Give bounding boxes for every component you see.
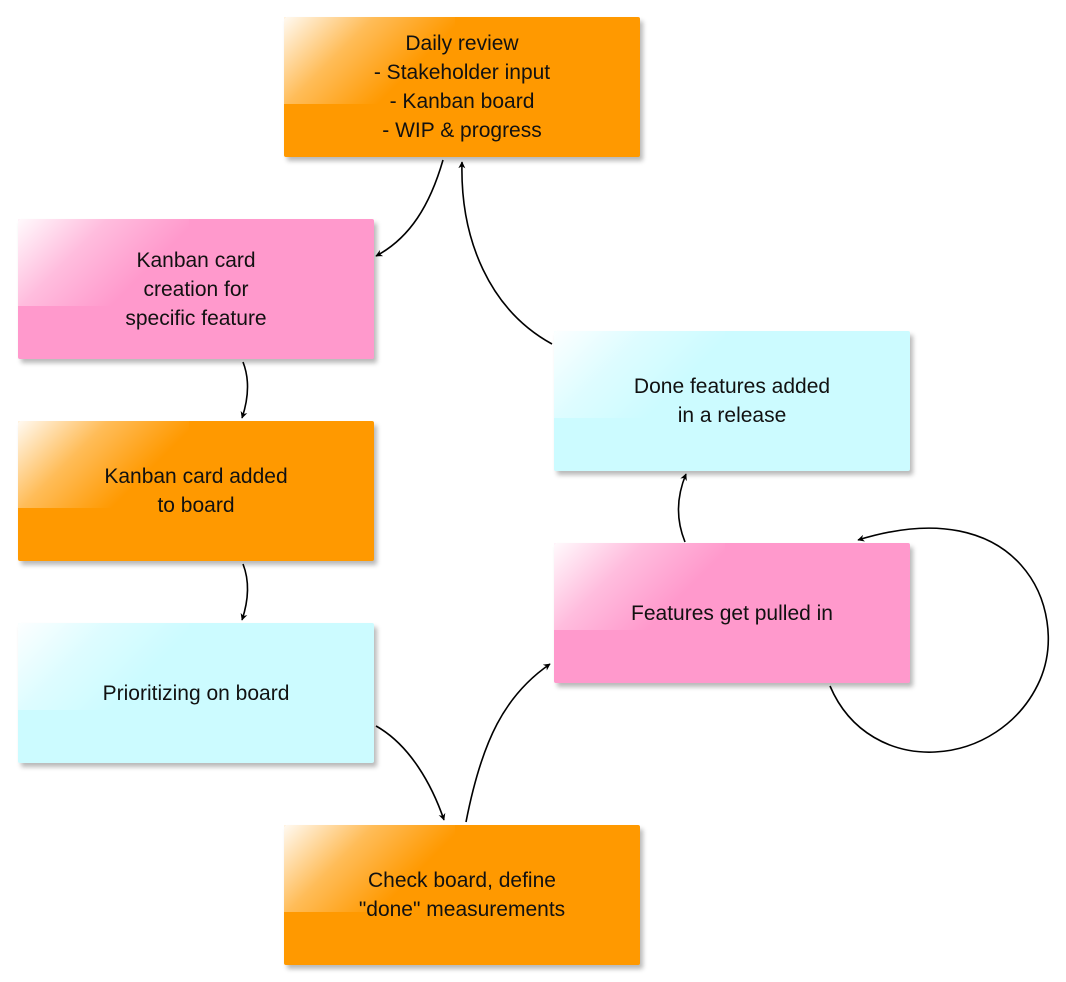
edge-features-pulled-self-loop <box>829 527 1049 753</box>
node-kanban-card-added: Kanban card added to board <box>18 421 374 561</box>
node-check-board-label: Check board, define "done" measurements <box>358 869 566 921</box>
node-kanban-card-creation-label: Kanban card creation for specific featur… <box>125 248 267 330</box>
node-prioritizing-label: Prioritizing on board <box>102 681 290 705</box>
node-done-features: Done features added in a release <box>554 331 910 471</box>
node-features-pulled: Features get pulled in <box>554 543 910 683</box>
node-features-pulled-label: Features get pulled in <box>631 601 833 625</box>
node-prioritizing: Prioritizing on board <box>18 623 374 763</box>
edge-done-features-to-daily-review <box>458 161 553 345</box>
node-daily-review-label: Daily review - Stakeholder input - Kanba… <box>373 32 551 142</box>
edge-card-added-to-prioritizing <box>240 563 249 621</box>
edge-check-board-to-features-pulled <box>465 663 551 823</box>
edge-card-creation-to-card-added <box>240 361 249 419</box>
node-done-features-label: Done features added in a release <box>633 375 831 427</box>
node-kanban-card-added-label: Kanban card added to board <box>104 465 288 517</box>
edge-daily-review-to-card-creation <box>375 159 444 257</box>
edge-prioritizing-to-check-board <box>375 725 446 821</box>
edge-features-pulled-to-done-features <box>677 473 687 543</box>
node-check-board: Check board, define "done" measurements <box>284 825 640 965</box>
node-kanban-card-creation: Kanban card creation for specific featur… <box>18 219 374 359</box>
node-daily-review: Daily review - Stakeholder input - Kanba… <box>284 17 640 157</box>
